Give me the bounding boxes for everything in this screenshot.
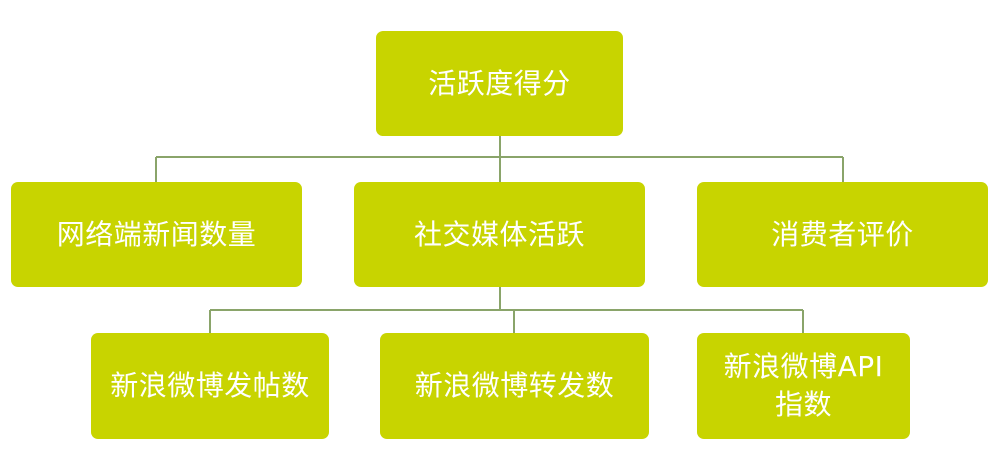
node-consumer-reviews: 消费者评价 <box>697 182 988 287</box>
node-weibo-posts: 新浪微博发帖数 <box>91 333 329 439</box>
node-weibo-posts-label: 新浪微博发帖数 <box>110 369 310 403</box>
node-social-media-activity-label: 社交媒体活跃 <box>413 217 585 251</box>
node-activity-score: 活跃度得分 <box>376 31 623 136</box>
node-online-news-count-label: 网络端新闻数量 <box>56 217 257 251</box>
node-social-media-activity: 社交媒体活跃 <box>354 182 645 287</box>
node-weibo-api-index: 新浪微博API 指数 <box>697 333 910 439</box>
node-consumer-reviews-label: 消费者评价 <box>771 217 914 251</box>
node-weibo-api-index-line1: 新浪微博API <box>723 350 884 384</box>
node-activity-score-label: 活跃度得分 <box>428 66 571 100</box>
node-online-news-count: 网络端新闻数量 <box>11 182 302 287</box>
node-weibo-api-index-line2: 指数 <box>774 388 832 421</box>
node-weibo-api-index-text: 新浪微博API 指数 <box>724 348 884 424</box>
node-weibo-reposts-label: 新浪微博转发数 <box>414 369 615 403</box>
node-weibo-reposts: 新浪微博转发数 <box>380 333 649 439</box>
